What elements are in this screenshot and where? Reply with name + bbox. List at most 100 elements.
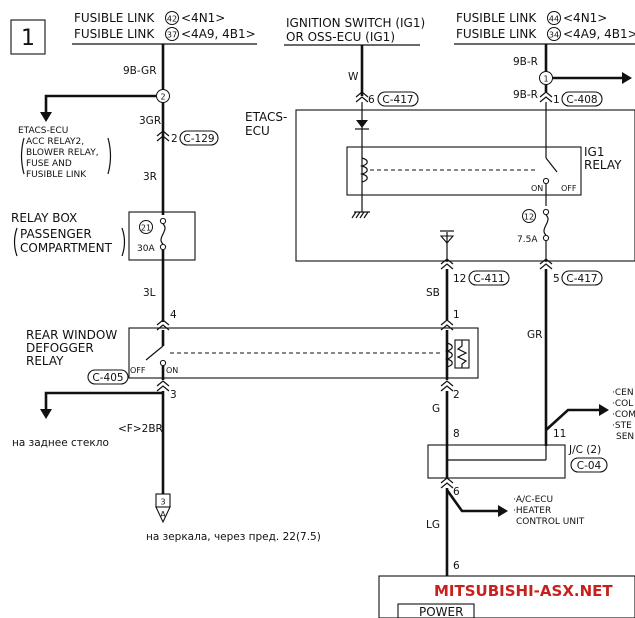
rear-glass-note: на заднее стекло: [12, 437, 109, 449]
svg-text:DEFOGGER: DEFOGGER: [26, 341, 94, 355]
svg-text:FUSE AND: FUSE AND: [26, 159, 72, 169]
svg-text:ON: ON: [166, 366, 178, 375]
svg-text:OFF: OFF: [130, 366, 146, 375]
svg-text:·A/C-ECU: ·A/C-ECU: [513, 495, 553, 505]
svg-text:LG: LG: [426, 519, 440, 531]
svg-text:12: 12: [524, 213, 534, 222]
svg-text:1: 1: [453, 309, 460, 321]
svg-text:C-408: C-408: [566, 94, 597, 106]
svg-text:RELAY BOX: RELAY BOX: [11, 211, 77, 225]
svg-text:6: 6: [368, 94, 375, 106]
svg-text:<F>2BR: <F>2BR: [118, 423, 163, 435]
svg-text:SB: SB: [426, 287, 440, 299]
svg-text:W: W: [348, 71, 359, 83]
svg-text:30A: 30A: [137, 244, 155, 254]
svg-text:·STE: ·STE: [612, 421, 632, 431]
svg-text:OFF: OFF: [561, 184, 577, 193]
svg-text:3: 3: [170, 389, 177, 401]
svg-text:IGNITION SWITCH (IG1): IGNITION SWITCH (IG1): [286, 16, 425, 30]
lg-circuit: ·A/C-ECU ·HEATER CONTROL UNIT LG 6 POWER: [378, 488, 635, 618]
svg-text:9B-R: 9B-R: [513, 89, 538, 101]
svg-text:ETACS-: ETACS-: [245, 110, 287, 124]
svg-text:12: 12: [453, 273, 466, 285]
svg-text:3: 3: [160, 498, 165, 507]
svg-text:42: 42: [167, 15, 177, 24]
svg-text:6: 6: [453, 560, 460, 572]
svg-text:7.5A: 7.5A: [517, 235, 538, 245]
svg-text:C-04: C-04: [577, 460, 602, 472]
svg-text:·HEATER: ·HEATER: [513, 506, 551, 516]
svg-text:6: 6: [453, 486, 460, 498]
svg-text:1: 1: [543, 75, 548, 84]
ignition-switch-header: IGNITION SWITCH (IG1) OR OSS-ECU (IG1): [284, 16, 425, 46]
svg-text:2: 2: [160, 93, 165, 102]
svg-text:·CEN: ·CEN: [612, 388, 634, 398]
svg-text:34: 34: [549, 31, 559, 40]
svg-text:POWER: POWER: [419, 605, 463, 618]
junction-connector: 8 11 J/C (2) C-04 6: [427, 428, 608, 498]
svg-text:A: A: [160, 510, 166, 519]
svg-text:·COM: ·COM: [612, 410, 635, 420]
page-number-box: [10, 19, 46, 55]
svg-text:RELAY: RELAY: [584, 158, 622, 172]
svg-text:FUSIBLE LINK: FUSIBLE LINK: [26, 170, 87, 180]
sb-circuit: 12 C-411 SB G: [426, 258, 510, 446]
svg-text:21: 21: [141, 224, 151, 233]
svg-text:2: 2: [453, 389, 460, 401]
svg-text:·COL: ·COL: [612, 399, 633, 409]
mirrors-note: на зеркала, через пред. 22(7.5): [146, 531, 321, 543]
svg-text:3R: 3R: [143, 171, 157, 183]
svg-text:FUSIBLE LINK: FUSIBLE LINK: [456, 11, 537, 25]
page-number: 1: [21, 26, 35, 51]
svg-text:BLOWER RELAY,: BLOWER RELAY,: [26, 148, 99, 158]
svg-text:IG1: IG1: [584, 145, 604, 159]
svg-text:<4N1>: <4N1>: [563, 11, 607, 25]
svg-text:3L: 3L: [143, 287, 156, 299]
fusible-link-b-header: FUSIBLE LINK 44 <4N1> FUSIBLE LINK 34 <4…: [454, 11, 635, 45]
svg-text:C-129: C-129: [183, 133, 214, 145]
svg-text:C-417: C-417: [566, 273, 597, 285]
svg-text:5: 5: [553, 273, 560, 285]
svg-text:9B-GR: 9B-GR: [123, 65, 157, 77]
svg-text:OR OSS-ECU (IG1): OR OSS-ECU (IG1): [286, 30, 395, 44]
svg-text:C-405: C-405: [92, 372, 123, 384]
svg-text:C-417: C-417: [382, 94, 413, 106]
svg-text:ON: ON: [531, 184, 543, 193]
svg-text:<4N1>: <4N1>: [181, 11, 225, 25]
svg-text:ACC RELAY2,: ACC RELAY2,: [26, 137, 84, 147]
svg-text:<4A9, 4B1>: <4A9, 4B1>: [181, 27, 256, 41]
rear-glass-branch: на заднее стекло <F>2BR 3 A на зеркала, …: [12, 391, 321, 543]
watermark: MITSUBISHI-ASX.NET: [434, 582, 613, 600]
svg-text:PASSENGER: PASSENGER: [20, 227, 92, 241]
svg-text:<4A9, 4B1>: <4A9, 4B1>: [563, 27, 635, 41]
defogger-relay: REAR WINDOW DEFOGGER RELAY C-405 4 OFF O…: [26, 309, 479, 401]
svg-text:SEN: SEN: [616, 432, 634, 442]
svg-text:FUSIBLE LINK: FUSIBLE LINK: [74, 27, 155, 41]
svg-text:REAR WINDOW: REAR WINDOW: [26, 328, 117, 342]
right-destination-list: ·CEN ·COL ·COM ·STE SEN: [612, 388, 635, 442]
svg-text:9B-R: 9B-R: [513, 56, 538, 68]
svg-text:RELAY: RELAY: [26, 354, 64, 368]
svg-text:COMPARTMENT: COMPARTMENT: [20, 241, 113, 255]
left-circuit: 9B-GR 2 ETACS-ECU ACC RELAY2, BLOWER REL…: [11, 44, 219, 322]
svg-text:37: 37: [167, 31, 177, 40]
svg-text:J/C (2): J/C (2): [568, 444, 601, 456]
svg-text:ETACS-ECU: ETACS-ECU: [18, 126, 68, 136]
svg-text:ECU: ECU: [245, 124, 270, 138]
etacs-ecu-block: ETACS- ECU W 6 C-417 IG1 RELAY 9B-R 1 9B…: [245, 44, 635, 262]
svg-text:FUSIBLE LINK: FUSIBLE LINK: [456, 27, 537, 41]
svg-text:11: 11: [553, 428, 566, 440]
svg-text:GR: GR: [527, 329, 542, 341]
svg-text:8: 8: [453, 428, 460, 440]
svg-text:1: 1: [553, 94, 560, 106]
svg-text:G: G: [432, 403, 440, 415]
svg-text:4: 4: [170, 309, 177, 321]
fusible-link-a-header: FUSIBLE LINK 42 <4N1> FUSIBLE LINK 37 <4…: [72, 11, 257, 45]
svg-text:FUSIBLE LINK: FUSIBLE LINK: [74, 11, 155, 25]
svg-text:44: 44: [549, 15, 559, 24]
svg-text:3GR: 3GR: [139, 115, 161, 127]
svg-text:2: 2: [171, 133, 178, 145]
svg-text:C-411: C-411: [473, 273, 504, 285]
svg-text:CONTROL UNIT: CONTROL UNIT: [516, 517, 585, 527]
